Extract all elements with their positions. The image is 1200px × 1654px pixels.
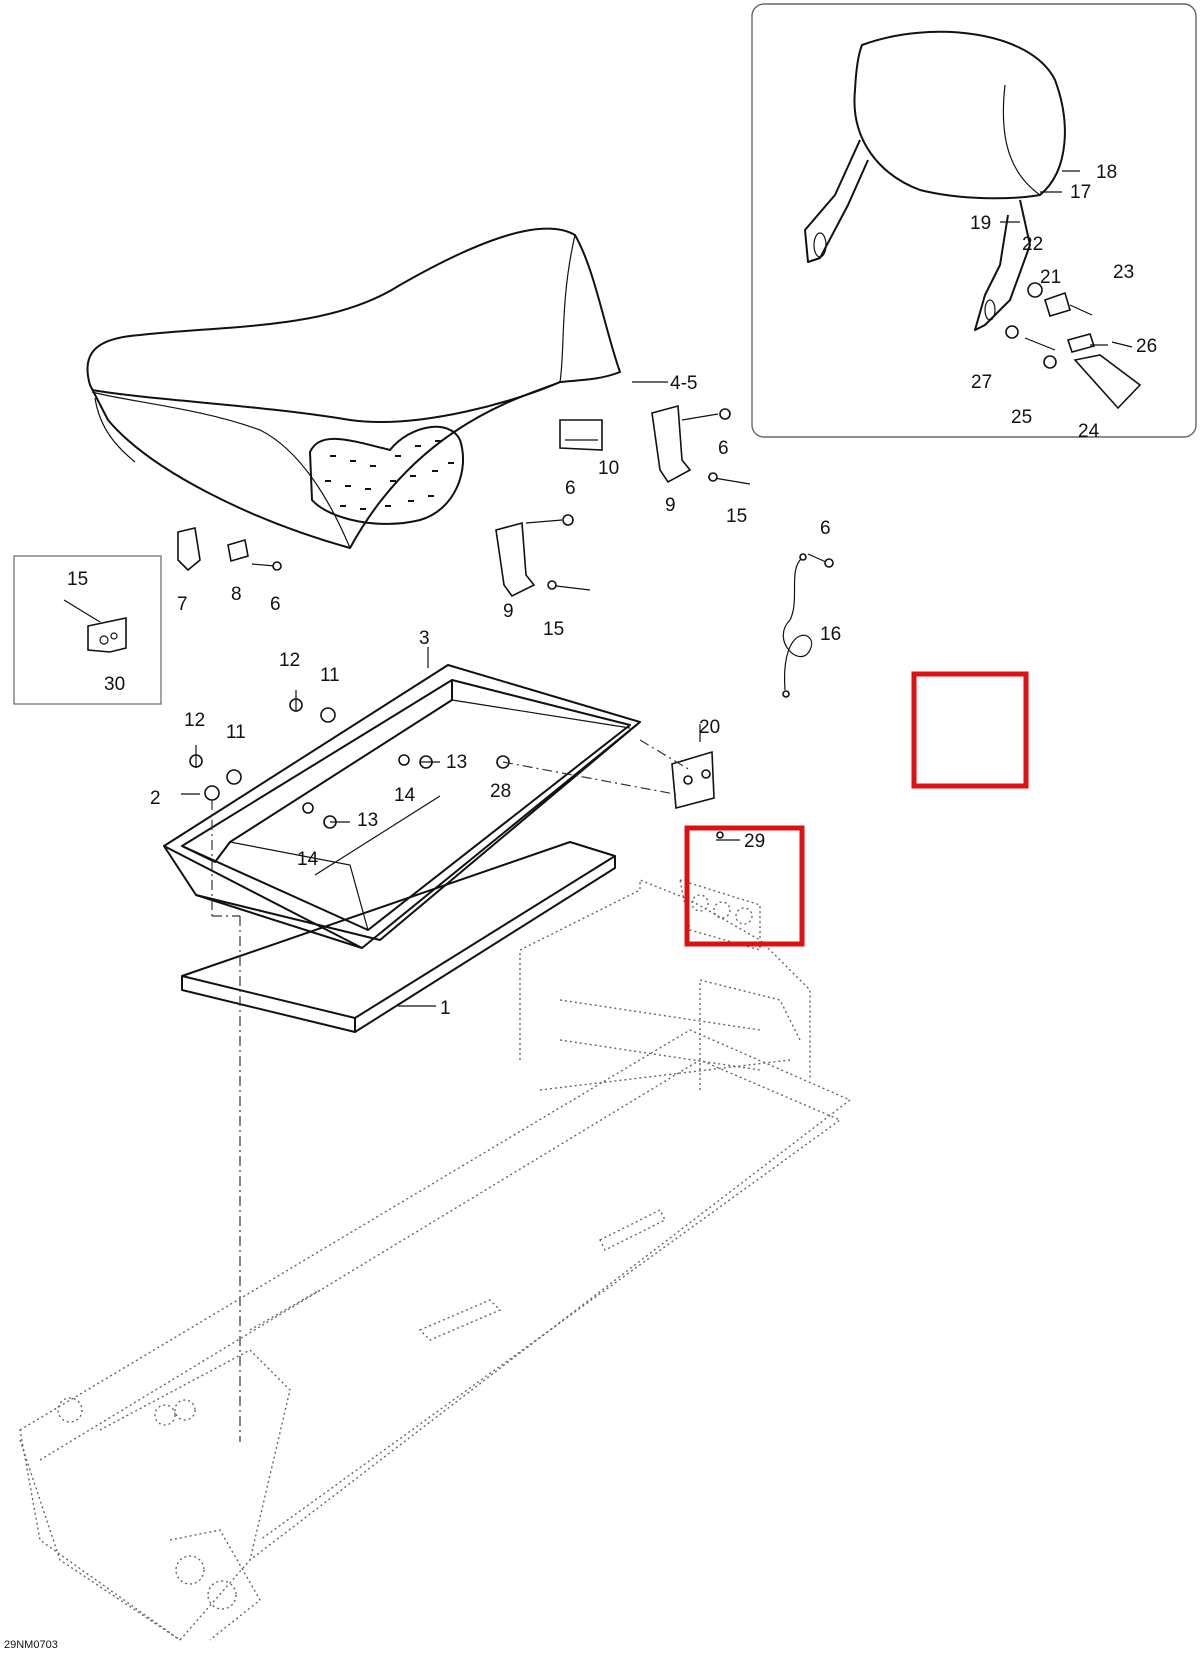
- backrest-inset-frame: [751, 3, 1197, 438]
- callout-28: 28: [490, 781, 511, 802]
- hinge-lower: [495, 514, 574, 598]
- callout-25: 25: [1011, 407, 1032, 428]
- hinge-screw-lower: [547, 580, 591, 591]
- callout-27: 27: [971, 372, 992, 393]
- allen-key: [559, 419, 603, 451]
- callout-19: 19: [970, 213, 991, 234]
- callout-22: 22: [1022, 234, 1043, 255]
- callout-15-c: 15: [67, 569, 88, 590]
- callout-13-b: 13: [357, 810, 378, 831]
- snowmobile-chassis: [19, 878, 852, 1641]
- callout-14-b: 14: [297, 849, 319, 870]
- leader-lines: [181, 170, 1108, 841]
- callout-13-a: 13: [446, 752, 467, 773]
- callout-11-a: 11: [320, 665, 340, 686]
- callout-23: 23: [1113, 262, 1134, 283]
- callout-9-a: 9: [665, 495, 676, 516]
- seat-bracket-front: [177, 527, 282, 572]
- backrest-frame: [804, 139, 1031, 331]
- inset-bracket-30: [63, 599, 127, 653]
- callout-12-b: 12: [184, 710, 205, 731]
- highlight-box-right: [911, 671, 1029, 789]
- hinge-screw-upper: [707, 472, 751, 485]
- callout-6-a: 6: [718, 438, 729, 459]
- callout-3: 3: [419, 628, 430, 649]
- callout-9-b: 9: [503, 601, 514, 622]
- callout-1: 1: [440, 998, 451, 1019]
- callout-26: 26: [1136, 336, 1157, 357]
- callout-24: 24: [1078, 421, 1100, 442]
- callout-12-a: 12: [279, 650, 300, 671]
- callout-18: 18: [1096, 162, 1117, 183]
- seat-cushion: [86, 227, 621, 549]
- callout-15-b: 15: [543, 619, 564, 640]
- callout-6-c: 6: [270, 594, 281, 615]
- seat-bottom-panel: [181, 841, 616, 1033]
- callout-2: 2: [150, 788, 161, 809]
- callout-14-a: 14: [394, 785, 416, 806]
- callout-17: 17: [1070, 182, 1091, 203]
- highlight-box-center: [684, 825, 805, 947]
- callout-15-a: 15: [726, 506, 747, 527]
- callout-21: 21: [1040, 267, 1061, 288]
- callout-11-b: 11: [226, 722, 246, 743]
- callout-labels: 1 2 3 4-5 6 6 6 6 7 8 9 9 10 11 11 12 12…: [67, 162, 1157, 1019]
- bracket-inset-frame: [13, 555, 162, 705]
- callout-16: 16: [820, 624, 841, 645]
- callout-7: 7: [177, 594, 188, 615]
- backrest-pad: [853, 30, 1066, 200]
- tether-cord: [782, 553, 834, 698]
- callout-8: 8: [231, 584, 242, 605]
- callout-4-5: 4-5: [670, 373, 697, 394]
- backrest-hardware: [1005, 282, 1142, 410]
- callout-6-d: 6: [820, 518, 831, 539]
- seat-base: [163, 664, 641, 949]
- hinge-upper: [651, 404, 731, 484]
- callout-6-b: 6: [565, 478, 576, 499]
- callout-29: 29: [744, 831, 765, 852]
- callout-20: 20: [699, 717, 720, 738]
- drawing-code: 29NM0703: [4, 1639, 58, 1651]
- callout-10: 10: [598, 458, 619, 479]
- callout-30: 30: [104, 674, 125, 695]
